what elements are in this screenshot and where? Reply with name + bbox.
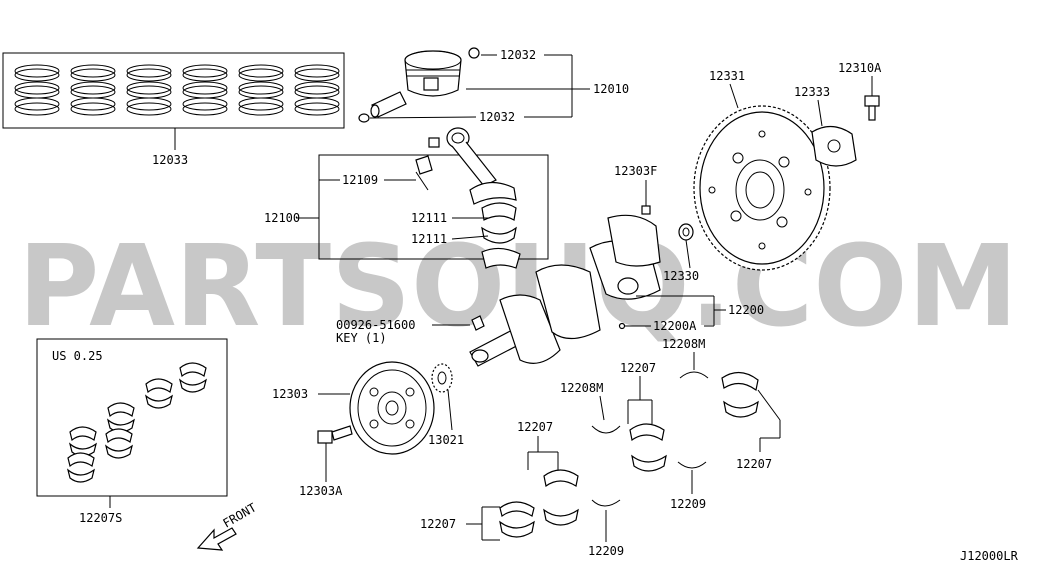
key-qty-label: KEY (1) [336, 331, 387, 345]
flywheel-plate[interactable] [811, 125, 857, 167]
connecting-rod[interactable] [446, 127, 517, 205]
part-12111-upper-label[interactable]: 12111 [411, 211, 447, 225]
part-12100-label[interactable]: 12100 [264, 211, 300, 225]
conrod-bolt[interactable] [415, 137, 440, 175]
part-12032-lower-label[interactable]: 12032 [479, 110, 515, 124]
crankshaft-plug[interactable] [641, 205, 651, 215]
part-13021-label[interactable]: 13021 [428, 433, 464, 447]
part-12111-lower-label[interactable]: 12111 [411, 232, 447, 246]
thrust-washer-upper-left[interactable] [591, 425, 621, 434]
conrod-cap[interactable] [481, 247, 521, 269]
flywheel[interactable] [693, 105, 831, 271]
pilot-bushing[interactable] [678, 223, 694, 241]
part-12303F-label[interactable]: 12303F [614, 164, 657, 178]
conrod-bearing-lower[interactable] [481, 226, 517, 244]
bearing-set-box [36, 338, 228, 497]
part-12209-a-label[interactable]: 12209 [588, 544, 624, 558]
part-12200A-label[interactable]: 12200A [653, 319, 697, 333]
part-12010-label[interactable]: 12010 [593, 82, 629, 96]
part-12032-upper-label[interactable]: 12032 [500, 48, 536, 62]
thrust-washer-upper-right[interactable] [679, 371, 709, 379]
snap-ring-lower[interactable] [358, 113, 370, 123]
part-12207-b-label[interactable]: 12207 [517, 420, 553, 434]
crank-sprocket[interactable] [431, 363, 453, 393]
thrust-washer-lower-right[interactable] [677, 461, 707, 469]
crank-pulley[interactable] [349, 361, 435, 455]
part-12109-label[interactable]: 12109 [342, 173, 378, 187]
part-12208M-b-label[interactable]: 12208M [662, 337, 705, 351]
part-12310A-label[interactable]: 12310A [838, 61, 882, 75]
part-12033-label[interactable]: 12033 [152, 153, 188, 167]
piston[interactable] [404, 50, 462, 97]
part-12208M-a-label[interactable]: 12208M [560, 381, 603, 395]
crankshaft-key[interactable] [471, 315, 485, 331]
us-size-label: US 0.25 [52, 349, 103, 363]
main-bearing-set-us[interactable] [67, 362, 207, 483]
piston-pin[interactable] [370, 91, 407, 118]
diagram-code: J12000LR [960, 549, 1019, 563]
part-12207-d-label[interactable]: 12207 [736, 457, 772, 471]
piston-rings-box [2, 52, 345, 129]
conrod-bearing-upper[interactable] [481, 202, 517, 221]
part-12209-b-label[interactable]: 12209 [670, 497, 706, 511]
thrust-washer-lower-left[interactable] [591, 499, 621, 507]
part-12330-label[interactable]: 12330 [663, 269, 699, 283]
main-bearing-center-left[interactable] [543, 469, 579, 526]
main-bearing-rear[interactable] [721, 371, 759, 418]
main-bearing-lower-left[interactable] [499, 501, 535, 538]
part-12303-label[interactable]: 12303 [272, 387, 308, 401]
piston-rings-set[interactable] [14, 64, 340, 116]
main-bearing-center-right[interactable] [629, 423, 667, 472]
front-label: FRONT [221, 500, 259, 530]
flywheel-bolt[interactable] [864, 95, 880, 121]
pulley-bolt[interactable] [317, 425, 353, 444]
part-12207-a-label[interactable]: 12207 [420, 517, 456, 531]
part-12333-label[interactable]: 12333 [794, 85, 830, 99]
part-12200-label[interactable]: 12200 [728, 303, 764, 317]
front-arrow-icon [196, 527, 237, 551]
snap-ring-upper[interactable] [468, 47, 480, 59]
part-12303A-label[interactable]: 12303A [299, 484, 343, 498]
part-12207-c-label[interactable]: 12207 [620, 361, 656, 375]
crankshaft[interactable] [469, 214, 661, 367]
part-12207S-label[interactable]: 12207S [79, 511, 122, 525]
part-12331-label[interactable]: 12331 [709, 69, 745, 83]
conrod-box [318, 154, 549, 260]
part-00926-label[interactable]: 00926-51600 [336, 318, 415, 332]
